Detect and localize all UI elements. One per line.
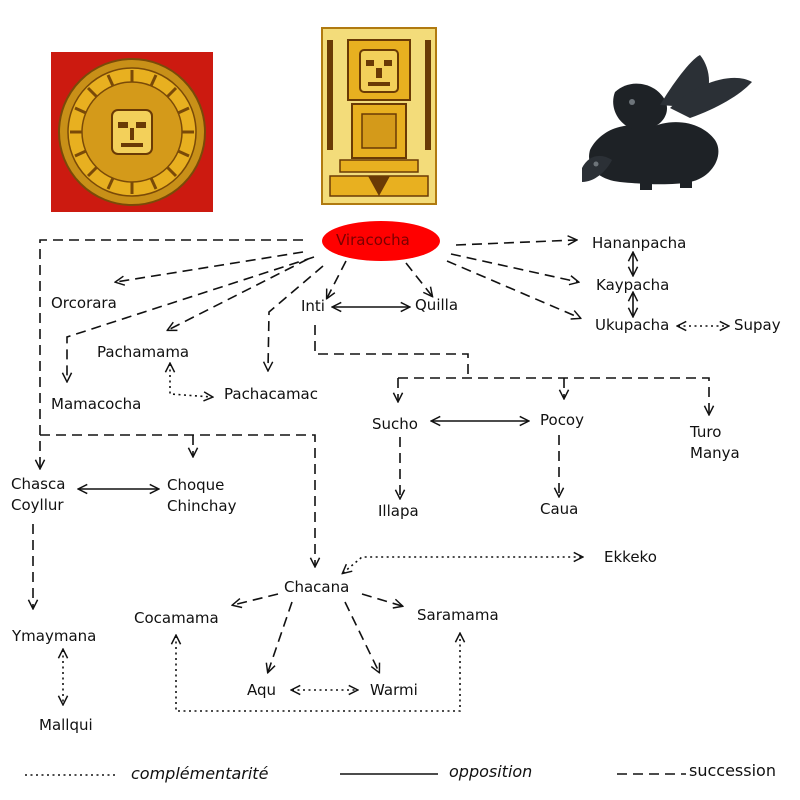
aqu-label: Aqu [247,681,277,699]
cocamama-label: Cocamama [134,609,219,627]
hananpacha-label: Hananpacha [592,234,687,252]
turo-manya-line-1: Turo [690,423,722,441]
ukupacha-label: Ukupacha [595,316,670,334]
quilla-label: Quilla [415,296,459,314]
ekkeko-label: Ekkeko [604,548,657,566]
sucho-label: Sucho [372,415,418,433]
chasca-coyllur-line-1: Chasca [11,475,66,493]
choque-chinchay-line-2: Chinchay [167,497,237,515]
succession-edges [33,240,709,672]
pachacamac-label: Pachacamac [224,385,318,403]
legend-succession-label: succession [689,761,776,780]
viracocha-node [322,221,440,261]
kaypacha-label: Kaypacha [596,276,670,294]
turo-manya-line-2: Manya [690,444,740,462]
choque-chinchay-line-1: Choque [167,476,225,494]
chacana-label: Chacana [284,578,350,596]
supay-label: Supay [734,316,781,334]
legend-complementarity-label: complémentarité [131,764,269,783]
caua-label: Caua [540,500,579,518]
chasca-coyllur-line-2: Coyllur [11,496,64,514]
viracocha-label: Viracocha [336,231,410,249]
opposition-edges [79,253,633,489]
chasca-coyllur-label: Chasca Coyllur [11,474,65,516]
mamacocha-label: Mamacocha [51,395,142,413]
complementarity-edges [63,326,728,712]
orcorara-label: Orcorara [51,294,117,312]
inti-label: Inti [301,297,325,315]
pachamama-label: Pachamama [97,343,190,361]
illapa-label: Illapa [378,502,419,520]
black-statue-image [582,55,752,190]
choque-chinchay-label: Choque Chinchay [167,475,236,517]
turo-manya-label: Turo Manya [690,422,740,464]
viracocha-figure-image [321,27,437,205]
legend-opposition-label: opposition [449,762,533,781]
mallqui-label: Mallqui [39,716,93,734]
pocoy-label: Pocoy [540,411,584,429]
warmi-label: Warmi [370,681,418,699]
ymaymana-label: Ymaymana [12,627,97,645]
saramama-label: Saramama [417,606,499,624]
sun-disc-image [51,52,213,212]
